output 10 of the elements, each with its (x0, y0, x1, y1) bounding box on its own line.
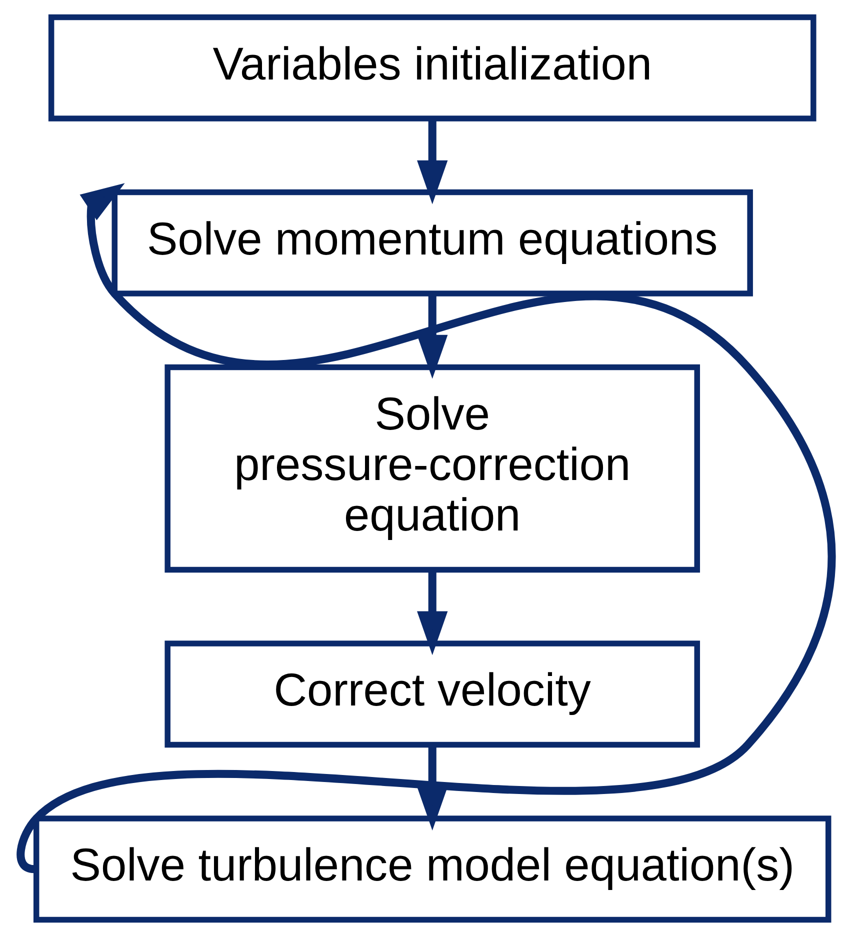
arrow (417, 118, 448, 204)
node-box: Solve pressure-correction equation (164, 364, 700, 573)
arrow (16, 183, 836, 872)
node-box: Correct velocity (164, 640, 700, 748)
node-box: Variables initialization (48, 14, 816, 122)
arrow (417, 570, 448, 656)
node-box: Solve turbulence model equation(s) (33, 816, 832, 923)
node-box: Solve momentum equations (112, 189, 753, 296)
arrow (417, 744, 448, 831)
arrow (417, 294, 448, 379)
